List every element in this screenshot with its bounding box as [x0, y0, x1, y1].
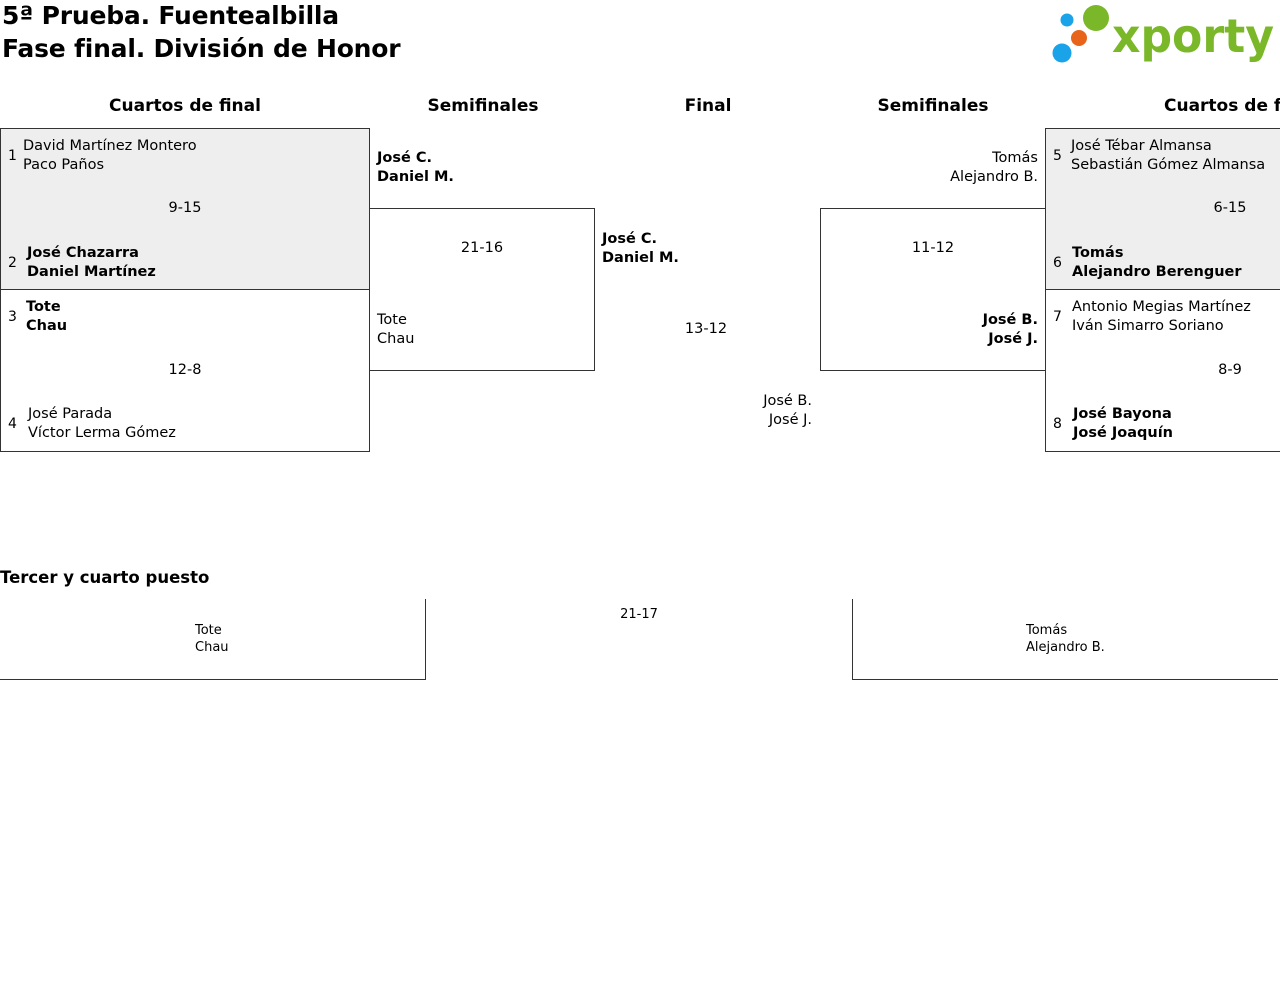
team-name: Sebastián Gómez Almansa [1071, 157, 1266, 173]
team-name: José J. [768, 412, 812, 428]
team-name-winner: Tomás [1072, 245, 1124, 261]
logo-dot-orange [1071, 30, 1087, 46]
third-place-match[interactable]: Tote Chau 21-17 Tomás Alejandro B. [0, 599, 1280, 681]
bracket-line [852, 599, 853, 680]
seed-number: 2 [8, 255, 17, 271]
left-semifinal[interactable]: 21-16 Tote Chau [369, 208, 595, 371]
logo-dot-green [1083, 5, 1109, 31]
bracket-line [0, 679, 426, 680]
team-name: Tomás [1026, 623, 1068, 638]
seed-number: 1 [8, 148, 17, 164]
team-name: Paco Paños [23, 157, 105, 173]
match-score: 13-12 [684, 321, 728, 337]
seed-number: 8 [1053, 416, 1062, 432]
logo-dot-blue-bottom [1052, 43, 1072, 63]
team-name-winner: José J. [988, 331, 1038, 347]
xporty-logo-graphic: xporty [1052, 5, 1274, 63]
team-name: Víctor Lerma Gómez [28, 425, 176, 441]
round-label-left-semifinals: Semifinales [427, 96, 539, 116]
team-name: Antonio Megias Martínez [1072, 299, 1251, 315]
team-name-winner: José Joaquín [1073, 425, 1174, 441]
team-name: Iván Simarro Soriano [1072, 318, 1224, 334]
right-semifinal[interactable]: 11-12 José B. José J. [820, 208, 1046, 371]
team-name: Chau [377, 331, 415, 347]
team-name: José B. [763, 393, 812, 409]
team-name-winner: José C. [602, 231, 658, 247]
round-label-final: Final [684, 96, 732, 116]
logo-dot-blue-top [1060, 13, 1074, 27]
round-label-right-quarterfinals: Cuartos de final [1164, 96, 1280, 116]
team-name: Tomás [992, 150, 1038, 166]
seed-number: 3 [8, 309, 17, 325]
seed-number: 6 [1053, 255, 1062, 271]
right-quarterfinal-1[interactable]: 5 José Tébar Almansa Sebastián Gómez Alm… [1045, 128, 1280, 290]
team-name-winner: José C. [377, 150, 433, 166]
team-name-winner: Chau [26, 318, 68, 334]
team-name-winner: José B. [982, 312, 1038, 328]
match-score: 8-9 [1218, 362, 1242, 378]
team-name: José Tébar Almansa [1071, 138, 1212, 154]
team-name: Tote [195, 623, 222, 638]
page-subtitle: Fase final. División de Honor [2, 34, 401, 63]
page-title: 5ª Prueba. Fuentealbilla [2, 1, 339, 30]
bracket-line [852, 679, 1278, 680]
round-label-right-semifinals: Semifinales [877, 96, 989, 116]
final-match[interactable]: José C. Daniel M. 13-12 José B. José J. [596, 228, 820, 434]
left-quarterfinal-1[interactable]: 1 David Martínez Montero Paco Paños 9-15… [0, 128, 370, 290]
team-name-winner: Tote [26, 299, 61, 315]
seed-number: 7 [1053, 309, 1062, 325]
match-score: 6-15 [1213, 200, 1247, 216]
match-score: 11-12 [911, 240, 955, 256]
team-name: David Martínez Montero [23, 138, 197, 154]
third-place-title: Tercer y cuarto puesto [0, 568, 210, 587]
team-name-winner: Daniel Martínez [27, 264, 156, 280]
team-name-winner: José Bayona [1073, 406, 1172, 422]
team-name-winner: Daniel M. [377, 169, 454, 185]
team-name-winner: Daniel M. [602, 250, 679, 266]
team-name-winner: José Chazarra [27, 245, 139, 261]
team-name: Tote [377, 312, 407, 328]
match-score: 9-15 [168, 200, 202, 216]
bracket-line [425, 599, 426, 680]
team-name: Chau [195, 640, 229, 655]
match-score: 12-8 [168, 362, 202, 378]
logo-wordmark: xporty [1112, 9, 1274, 63]
round-label-left-quarterfinals: Cuartos de final [109, 96, 261, 116]
right-quarterfinal-2[interactable]: 7 Antonio Megias Martínez Iván Simarro S… [1045, 289, 1280, 452]
team-name-winner: Alejandro Berenguer [1072, 264, 1242, 280]
xporty-logo[interactable]: xporty [1050, 4, 1276, 66]
seed-number: 5 [1053, 148, 1062, 164]
team-name: Alejandro B. [1026, 640, 1105, 655]
match-score: 21-17 [620, 607, 658, 622]
match-score: 21-16 [460, 240, 504, 256]
seed-number: 4 [8, 416, 17, 432]
team-name: José Parada [28, 406, 113, 422]
left-quarterfinal-2[interactable]: 3 Tote Chau 12-8 4 José Parada Víctor Le… [0, 289, 370, 452]
team-name: Alejandro B. [950, 169, 1038, 185]
